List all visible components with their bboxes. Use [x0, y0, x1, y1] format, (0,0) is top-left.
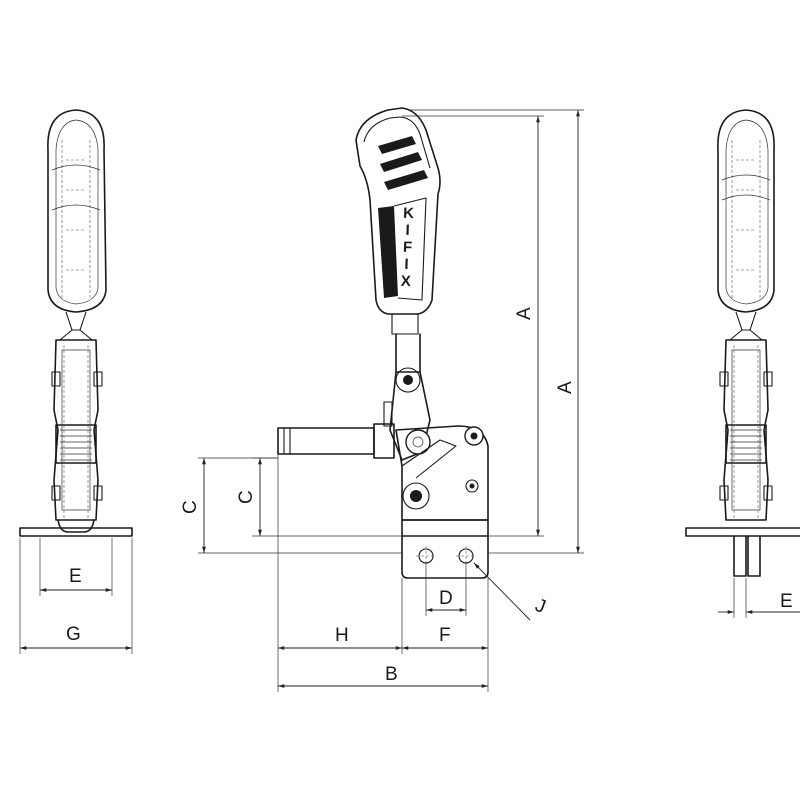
center-front-view	[198, 107, 584, 692]
dim-label-f: F	[439, 625, 451, 646]
right-side-view	[685, 109, 800, 618]
brand-letter: X	[400, 273, 411, 290]
dim-label-c-outer: C	[180, 500, 201, 514]
brand-letter: F	[403, 239, 413, 256]
dim-label-j: J	[532, 595, 548, 618]
dim-label-h: H	[335, 625, 349, 646]
brand-letter: I	[404, 256, 409, 273]
dim-label-g: G	[66, 624, 81, 645]
dim-label-d: D	[439, 588, 453, 609]
dim-label-b: B	[385, 664, 398, 685]
brand-logo: K I F I X	[400, 205, 414, 290]
brand-letter: K	[403, 205, 415, 222]
dim-label-a-inner: A	[514, 307, 535, 320]
dim-label-e-left: E	[69, 566, 82, 587]
dim-label-c-inner: C	[236, 490, 257, 504]
dim-label-e-right: E	[780, 591, 793, 612]
brand-letter: I	[405, 222, 410, 239]
left-side-view	[19, 109, 133, 654]
dim-label-a-outer: A	[555, 381, 576, 394]
